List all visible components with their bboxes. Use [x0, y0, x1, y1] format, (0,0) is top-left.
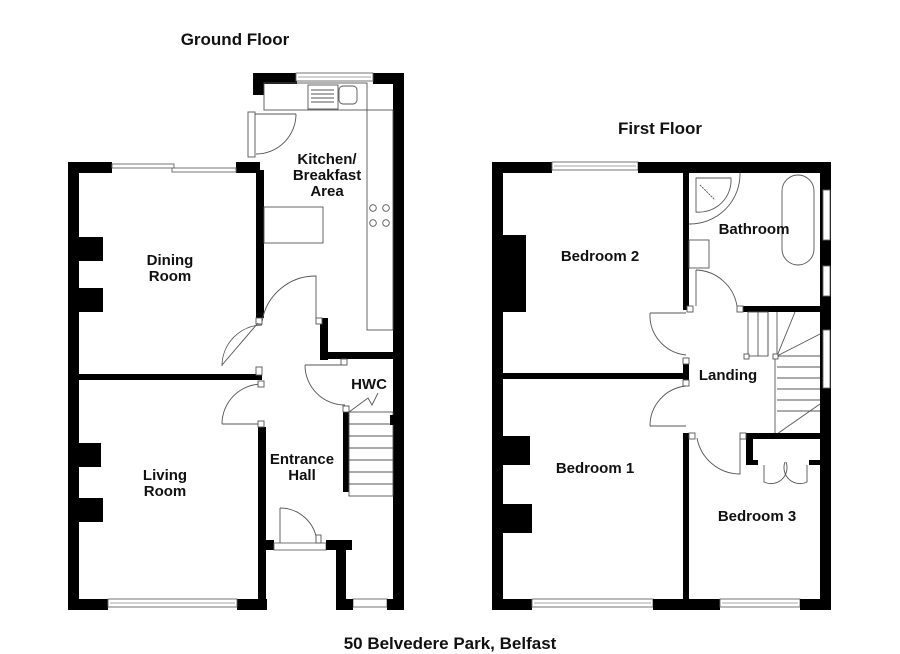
room-label-living: Living Room: [142, 467, 188, 500]
room-label-bedroom-3: Bedroom 3: [717, 508, 797, 525]
first-floor-plan: [492, 161, 831, 610]
address-caption: 50 Belvedere Park, Belfast: [343, 634, 557, 653]
ground-floor-title: Ground Floor: [180, 30, 290, 49]
room-label-kitchen: Kitchen/ Breakfast Area: [292, 151, 362, 200]
room-label-landing: Landing: [698, 367, 758, 384]
room-label-bedroom-1: Bedroom 1: [555, 460, 635, 477]
room-label-entrance-hall: Entrance Hall: [269, 451, 335, 484]
ground-floor-plan: [68, 72, 404, 610]
dining-north-wall-left: [68, 162, 112, 173]
room-label-dining: Dining Room: [146, 252, 194, 285]
ground-west-wall: [68, 162, 79, 610]
first-floor-title: First Floor: [617, 119, 703, 138]
room-label-bathroom: Bathroom: [718, 221, 790, 238]
chimney-breast: [79, 237, 103, 261]
room-label-bedroom-2: Bedroom 2: [560, 248, 640, 265]
room-label-hwc: HWC: [351, 376, 387, 393]
